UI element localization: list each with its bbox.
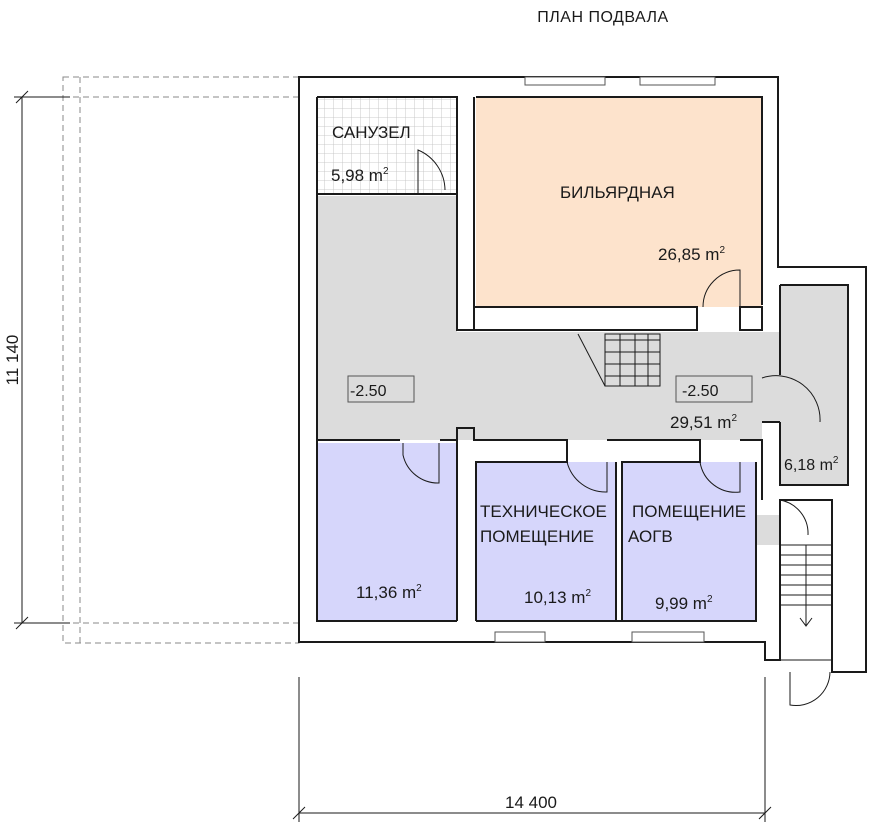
dimension-width-label: 14 400 (505, 793, 557, 812)
windows (494, 76, 716, 643)
technical-area: 10,13 m2 (524, 588, 591, 607)
billiard-name: БИЛЬЯРДНАЯ (560, 183, 675, 202)
hall-area: 29,51 m2 (670, 413, 737, 432)
billiard-fill (476, 97, 762, 307)
level-box-right (675, 375, 753, 403)
inner-stairs (577, 333, 661, 387)
hall-fill-passage (762, 332, 780, 422)
bathroom-name: САНУЗЕЛ (332, 123, 411, 142)
dimension-height-label: 11 140 (3, 335, 22, 386)
technical-name-line1: ТЕХНИЧЕСКОЕ (480, 502, 607, 521)
entrance-stairs (779, 544, 833, 661)
room-left-area: 11,36 m2 (356, 583, 422, 602)
billiard-area: 26,85 m2 (658, 245, 725, 264)
technical-room-fill (476, 462, 616, 621)
dimension-width (292, 677, 772, 822)
walls (298, 76, 867, 673)
plan-title: ПЛАН ПОДВАЛА (537, 9, 668, 26)
storage-right-area: 6,18 m2 (784, 455, 839, 474)
storage-right-fill (780, 285, 848, 485)
technical-name-line2: ПОМЕЩЕНИЕ (480, 527, 594, 546)
doors (402, 149, 831, 707)
hall-fill-left (317, 196, 457, 440)
aogv-name-line1: ПОМЕЩЕНИЕ (632, 502, 746, 521)
aogv-name-line2: АОГВ (628, 527, 673, 546)
aogv-area: 9,99 m2 (655, 594, 713, 613)
aogv-vestibule-fill (756, 515, 780, 545)
terrace-dashed-outline (62, 76, 300, 644)
room-left-fill (317, 443, 457, 621)
level-right: -2.50 (682, 383, 719, 400)
aogv-room-fill (622, 462, 756, 621)
level-left: -2.50 (350, 383, 387, 400)
bathroom-area: 5,98 m2 (331, 166, 389, 185)
bathroom-fill (317, 97, 457, 194)
level-box-left (347, 375, 415, 403)
dimension-height (14, 90, 70, 630)
